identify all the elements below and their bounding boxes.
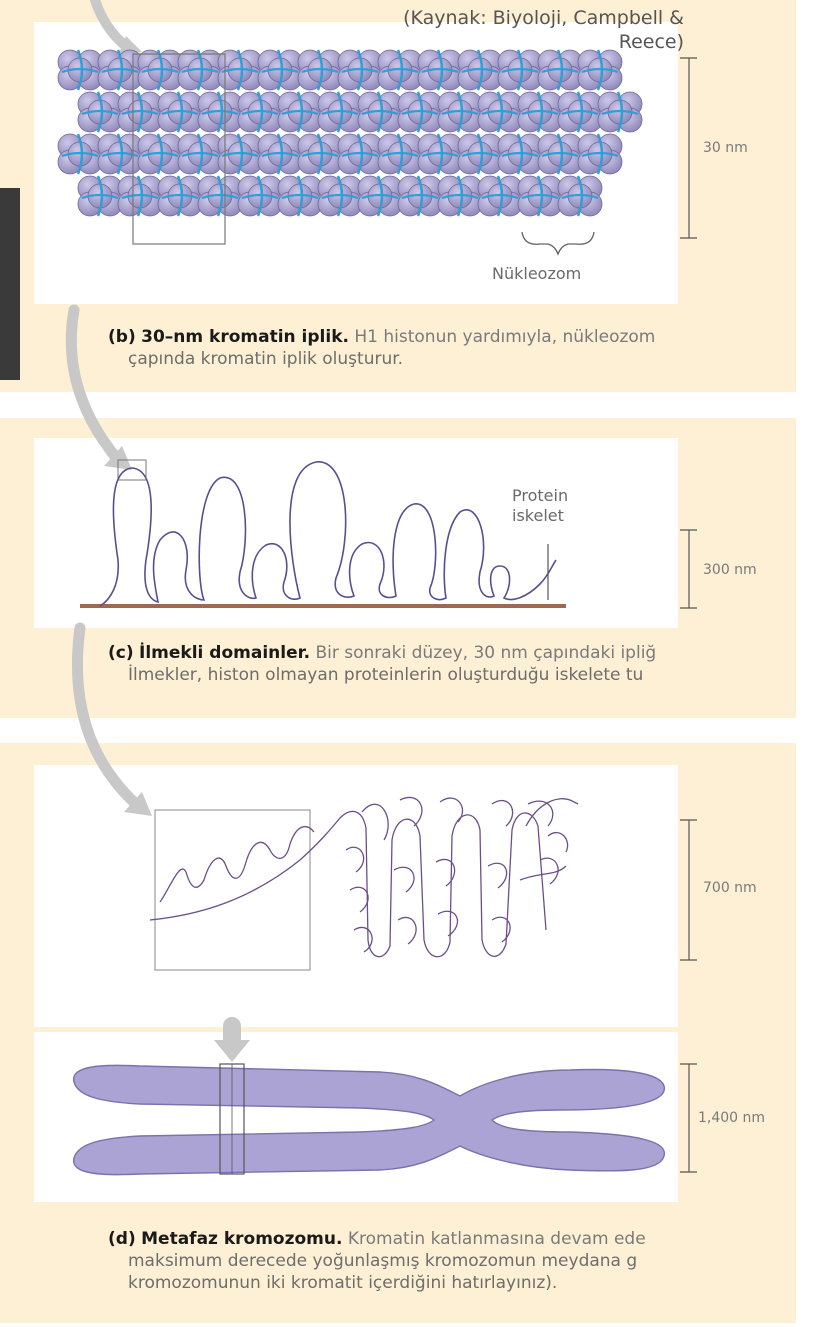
source-line-1: (Kaynak: Biyoloji, Campbell & xyxy=(403,6,684,30)
nucleosome xyxy=(538,50,582,90)
nucleosome xyxy=(418,50,462,90)
scale-label-300nm: 300 nm xyxy=(703,562,757,578)
nucleosome xyxy=(498,50,542,90)
nucleosome xyxy=(238,176,282,216)
caption-d-desc: Kromatin katlanmasına devam ede xyxy=(342,1229,645,1249)
nucleosome xyxy=(138,134,182,174)
nucleosome xyxy=(478,92,522,132)
caption-b-label: (b) xyxy=(108,327,136,347)
nucleosome xyxy=(198,176,242,216)
chromatin-fiber xyxy=(58,50,642,216)
caption-b-title: 30–nm kromatin iplik. xyxy=(141,327,349,347)
nucleosome xyxy=(338,50,382,90)
scale-label-700nm: 700 nm xyxy=(703,880,757,896)
nucleosome xyxy=(118,92,162,132)
nucleosome xyxy=(318,92,362,132)
nucleosome xyxy=(458,134,502,174)
nucleosome xyxy=(278,176,322,216)
nucleosome xyxy=(598,92,642,132)
nucleosome xyxy=(398,92,442,132)
caption-c-title: İlmekli domainler. xyxy=(139,643,310,663)
caption-d-line3: kromozomunun iki kromatit içerdiğini hat… xyxy=(108,1272,794,1294)
nucleosome xyxy=(178,134,222,174)
nucleosome xyxy=(438,176,482,216)
nucleosome xyxy=(78,92,122,132)
scale-label-30nm: 30 nm xyxy=(703,140,748,156)
nucleosome xyxy=(518,92,562,132)
caption-c-desc: Bir sonraki düzey, 30 nm çapındaki ipliğ xyxy=(310,643,656,663)
nucleosome xyxy=(138,50,182,90)
nucleosome xyxy=(258,134,302,174)
nucleosome xyxy=(98,50,142,90)
nucleosome xyxy=(578,50,622,90)
nucleosome xyxy=(358,176,402,216)
caption-d-label: (d) xyxy=(108,1229,136,1249)
caption-b-desc: H1 histonun yardımıyla, nükleozom xyxy=(349,327,655,347)
nucleosome xyxy=(338,134,382,174)
loop-domains xyxy=(80,460,566,606)
nucleosome-label: Nükleozom xyxy=(492,264,581,283)
source-citation: (Kaynak: Biyoloji, Campbell & Reece) xyxy=(403,6,684,54)
nucleosome xyxy=(378,134,422,174)
caption-b: (b) 30–nm kromatin iplik. H1 histonun ya… xyxy=(108,326,794,370)
nucleosome xyxy=(478,176,522,216)
caption-d-title: Metafaz kromozomu. xyxy=(141,1229,342,1249)
nucleosome xyxy=(98,134,142,174)
nucleosome xyxy=(438,92,482,132)
nucleosome xyxy=(558,176,602,216)
nucleosome xyxy=(358,92,402,132)
nucleosome xyxy=(158,92,202,132)
nucleosome xyxy=(378,50,422,90)
metaphase-chromosome xyxy=(74,1064,665,1175)
nucleosome xyxy=(258,50,302,90)
caption-c-line2: İlmekler, histon olmayan proteinlerin ol… xyxy=(108,664,794,686)
nucleosome xyxy=(178,50,222,90)
nucleosome xyxy=(78,176,122,216)
nucleosome xyxy=(58,50,102,90)
nucleosome xyxy=(298,50,342,90)
nucleosome xyxy=(458,50,502,90)
nucleosome xyxy=(398,176,442,216)
nucleosome-brace xyxy=(522,232,594,254)
nucleosome xyxy=(158,176,202,216)
caption-d-line2: maksimum derecede yoğunlaşmış kromozomun… xyxy=(108,1250,794,1272)
nucleosome xyxy=(238,92,282,132)
nucleosome xyxy=(198,92,242,132)
nucleosome xyxy=(118,176,162,216)
nucleosome xyxy=(58,134,102,174)
caption-c-label: (c) xyxy=(108,643,134,663)
nucleosome xyxy=(518,176,562,216)
source-line-2: Reece) xyxy=(403,30,684,54)
caption-c: (c) İlmekli domainler. Bir sonraki düzey… xyxy=(108,642,794,686)
caption-b-line2: çapında kromatin iplik oluşturur. xyxy=(108,348,794,370)
protein-scaffold-label-1: Protein xyxy=(512,486,568,505)
nucleosome xyxy=(418,134,462,174)
nucleosome xyxy=(278,92,322,132)
condensed-coil xyxy=(150,797,578,970)
nucleosome xyxy=(538,134,582,174)
caption-d: (d) Metafaz kromozomu. Kromatin katlanma… xyxy=(108,1228,794,1294)
nucleosome xyxy=(558,92,602,132)
scale-label-1400nm: 1,400 nm xyxy=(698,1110,765,1126)
nucleosome xyxy=(498,134,542,174)
nucleosome xyxy=(318,176,362,216)
scale-bars xyxy=(680,58,697,1172)
nucleosome xyxy=(578,134,622,174)
nucleosome xyxy=(298,134,342,174)
protein-scaffold-label-2: iskelet xyxy=(512,506,564,525)
